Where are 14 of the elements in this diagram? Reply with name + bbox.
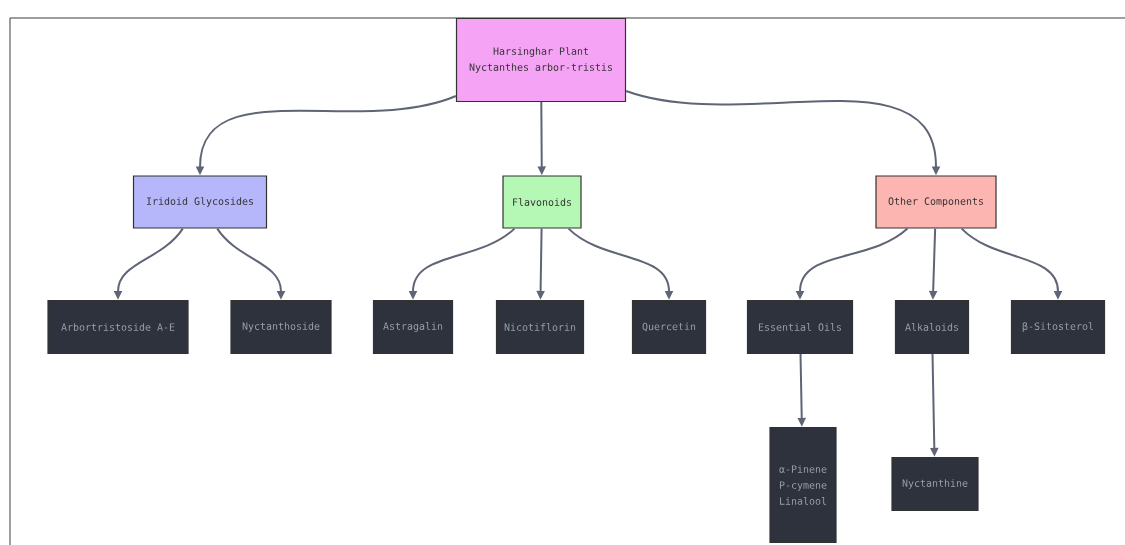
root-box: Harsinghar Plant Nyctanthes arbor-tristis [455, 17, 627, 103]
category-box: Iridoid Glycosides [132, 175, 268, 229]
compound-box: Essential Oils [746, 299, 854, 355]
category-box: Other Components [875, 175, 997, 229]
compound-box: Nicotiflorin [495, 299, 585, 355]
compound-box: β-Sitosterol [1010, 299, 1106, 355]
compound-box: Alkaloids [894, 299, 970, 355]
compound-box: Quercetin [631, 299, 707, 355]
compound-box: Arbortristoside A-E [47, 299, 189, 355]
category-box: Flavonoids [502, 175, 582, 229]
compound-box: Nyctanthine [891, 456, 979, 512]
compound-box: Nyctanthoside [230, 299, 332, 355]
compound-box: α-Pinene P-cymene Linalool [769, 426, 837, 544]
compound-box: Astragalin [372, 299, 454, 355]
